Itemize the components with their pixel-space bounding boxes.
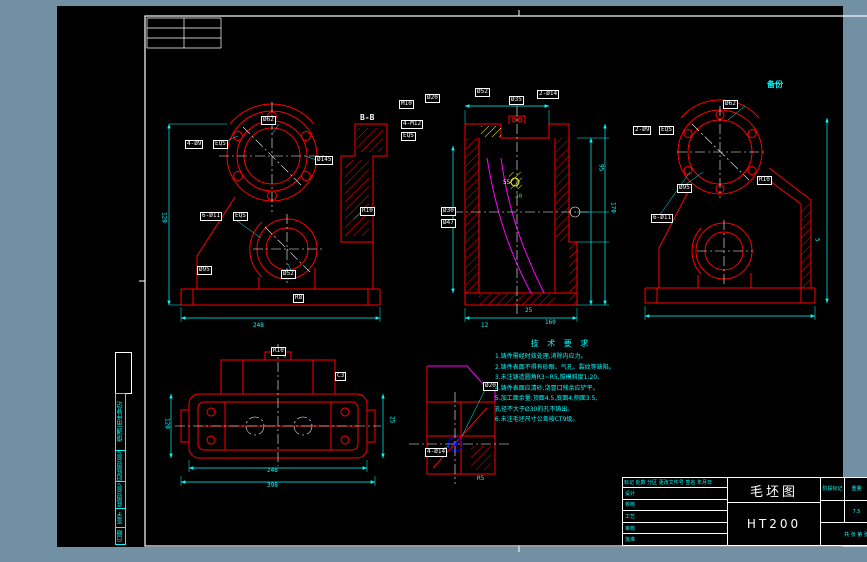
note-line: 孔径不大于Ø30的孔不铸出。 [495,405,574,413]
section-view-yellow [481,126,522,189]
title-block-info-area: 阶段标记 重量 比例 7.5 1:3 共 张 第 张 [821,478,867,545]
revision-strip-cell: 旧底图总号 [115,450,126,482]
material-spec: HT200 [746,517,802,531]
weight-label: 重量 [845,478,867,500]
note-line: 6.未注毛坯尺寸公差按CT9级。 [495,416,579,423]
signature-rows: 设计校核工艺审核批准 [623,488,727,545]
title-block-revision-area: 标记 处数 分区 更改文件号 签名 年月日 设计校核工艺审核批准 [623,478,728,545]
sheet-frame [139,10,867,552]
weight-value: 7.5 [845,501,867,523]
revision-strip: 借(通)用件登记旧底图总号底图总号签字日期 [115,393,132,545]
title-block: 标记 处数 分区 更改文件号 签名 年月日 设计校核工艺审核批准 毛坯图 HT2… [622,477,867,546]
side-view [644,99,816,304]
drawing-title: 毛坯图 [728,478,820,503]
sheet-count: 共 张 第 张 [844,531,867,538]
title-block-name-area: 毛坯图 HT200 [728,478,821,545]
section-view-curves [486,157,545,294]
signature-row: 校核 [623,500,727,512]
front-view [180,103,388,306]
section-view [464,115,578,306]
revision-strip-cell: 底图总号 [115,481,126,509]
note-line: 5.加工面余量:顶面4.5,底面4,侧面3.5, [495,395,598,402]
signature-row: 设计 [623,488,727,500]
top-view-dims [169,350,385,486]
side-view-centerlines [677,106,765,284]
signature-row: 工艺 [623,511,727,523]
note-line: 1.铸件需经时效处理,消除内应力。 [495,353,587,360]
note-line: 2.铸件表面不得有砂眼、气孔、裂纹等缺陷。 [495,363,615,371]
notes-title: 技 术 要 求 [530,339,592,348]
technical-requirements: 技 术 要 求 1.铸件需经时效处理,消除内应力。 2.铸件表面不得有砂眼、气孔、… [495,338,627,426]
note-line: 3.未注铸造圆角R3~R5,拔模斜度1:20。 [495,374,604,381]
stage-label: 阶段标记 [821,478,845,500]
notes-lines: 1.铸件需经时效处理,消除内应力。 2.铸件表面不得有砂眼、气孔、裂纹等缺陷。 3.… [495,352,627,426]
revision-strip-cell: 日期 [115,527,126,545]
signature-row: 批准 [625,537,636,544]
front-view-centerlines [219,102,327,286]
top-view-centerlines [175,344,381,466]
revision-header-row: 标记 处数 分区 更改文件号 签名 年月日 [623,478,727,488]
note-line: 4.铸件表面应清砂,浇冒口残余应铲平。 [495,384,599,392]
stage-value [821,500,845,523]
signature-row: 审核 [623,523,727,535]
revision-strip-cell: 签字 [115,508,126,528]
revision-strip-cell: 借(通)用件登记 [115,393,126,451]
side-view-dims [644,105,829,320]
revision-strip-empty-cell [115,352,132,394]
detail-view [409,365,509,484]
front-view-dims [167,123,381,322]
